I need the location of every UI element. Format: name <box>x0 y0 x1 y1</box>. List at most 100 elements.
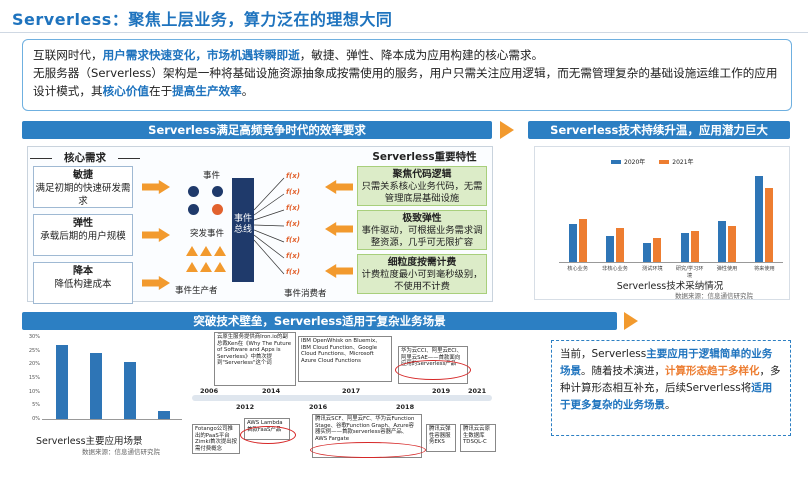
chart-source: 数据来源：信息通信研究院 <box>675 292 753 300</box>
need-desc: 承载后期的用户规模 <box>40 231 126 242</box>
burst-triangle-icon <box>214 262 226 272</box>
timeline-year: 2014 <box>262 387 281 395</box>
arrow-right-icon <box>142 180 170 194</box>
features-header: Serverless重要特性 <box>372 151 477 163</box>
section-banner-trend: Serverless技术持续升温，应用潜力巨大 <box>528 121 790 139</box>
intro-text: 。 <box>241 84 254 98</box>
arrow-right-icon <box>500 121 514 139</box>
timeline-year: 2006 <box>200 387 219 395</box>
x-tick-label: 将来使用 <box>753 266 775 272</box>
need-card-cost: 降本降低构建成本 <box>33 262 133 304</box>
highlight-ring <box>310 442 426 458</box>
chart-bar <box>653 238 662 262</box>
function-icon: f(x) <box>286 172 300 180</box>
need-title: 弹性 <box>73 218 93 229</box>
chart-bar <box>124 361 136 419</box>
need-title: 敏捷 <box>73 170 93 181</box>
chart-bar <box>616 228 624 262</box>
feature-title: 极致弹性 <box>402 213 442 224</box>
intro-paragraph-2: 无服务器（Serverless）架构是一种将基础设施资源抽象成按需使用的服务，用… <box>33 64 781 100</box>
y-tick-label: 5% <box>32 402 40 409</box>
chart-plot-area <box>42 338 182 420</box>
function-icon: f(x) <box>286 220 300 228</box>
arrow-left-icon <box>325 264 353 278</box>
section-banner-efficiency: Serverless满足高频竞争时代的效率要求 <box>22 121 492 139</box>
x-tick-label: 非核心业务 <box>602 266 628 272</box>
timeline-event-card: IBM OpenWhisk on Bluemix、IBM Cloud Funct… <box>298 336 392 382</box>
intro-text: 在于 <box>148 84 173 98</box>
timeline-year: 2017 <box>342 387 361 395</box>
arrow-left-icon <box>325 222 353 236</box>
chart-source: 数据来源：信息通信研究院 <box>82 448 160 456</box>
timeline-event-card: 腾讯云云原生数据库TDSQL-C <box>460 424 496 452</box>
event-dot-icon <box>188 204 199 215</box>
intro-box: 互联网时代，用户需求快速变化，市场机遇转瞬即逝，敏捷、弹性、降本成为应用构建的核… <box>22 39 792 111</box>
y-tick-label: 0% <box>32 416 40 422</box>
adoption-chart: 2020年 2021年 核心业务非核心业务测试环境研究/学习环境弹性使用将来使用… <box>534 146 790 300</box>
intro-highlight: 用户需求快速变化，市场机遇转瞬即逝 <box>102 48 300 62</box>
summary-highlight: 适用于更多复杂的业务场景 <box>560 382 773 411</box>
chart-title: Serverless主要应用场景 <box>36 436 143 447</box>
timeline-year: 2012 <box>236 403 255 411</box>
timeline-year: 2019 <box>432 387 451 395</box>
y-tick-label: 10% <box>28 388 40 395</box>
chart-bar <box>728 226 736 262</box>
feature-desc: 计费粒度最小可到毫秒级别，不使用不计费 <box>361 269 483 292</box>
burst-triangle-icon <box>200 262 212 272</box>
summary-text: 。 <box>665 399 676 411</box>
chart-plot-area <box>559 167 783 263</box>
section-banner-complex: 突破技术壁垒，Serverless适用于复杂业务场景 <box>22 312 617 330</box>
feature-desc: 只需关系核心业务代码，无需管理底层基础设施 <box>361 181 483 204</box>
y-tick-label: 20% <box>28 361 40 368</box>
chart-bar <box>680 233 689 262</box>
chart-title: Serverless技术采纳情况 <box>616 281 724 292</box>
fanout-lines <box>254 177 285 275</box>
intro-highlight: 核心价值 <box>102 84 149 98</box>
intro-text: 互联网时代， <box>33 48 103 62</box>
timeline-year: 2016 <box>309 403 328 411</box>
burst-triangle-icon <box>200 246 212 256</box>
page-title: Serverless：聚焦上层业务，算力泛在的理想大同 <box>12 10 393 29</box>
arrow-right-icon <box>142 276 170 290</box>
event-dot-icon <box>188 186 199 197</box>
chart-bar <box>643 242 652 262</box>
chart-x-axis: 核心业务非核心业务测试环境研究/学习环境弹性使用将来使用 <box>559 265 783 279</box>
need-desc: 降低构建成本 <box>54 279 112 290</box>
timeline: 云原生服务提供商Iron.io的副总裁Ken在《Why The Future o… <box>192 332 498 460</box>
chart-bar <box>606 235 614 262</box>
intro-highlight: 提高生产效率 <box>172 84 242 98</box>
event-label: 事件 <box>203 171 221 181</box>
summary-highlight: 计算形态趋于多样化 <box>665 365 760 377</box>
timeline-year: 2018 <box>396 403 415 411</box>
chart-bar <box>690 230 699 262</box>
legend-item: 2020年 <box>611 157 645 166</box>
feature-card-elastic: 极致弹性事件驱动，可根据业务需求调整资源，几乎可无限扩容 <box>357 210 487 250</box>
summary-text: 当前，Serverless <box>560 348 647 360</box>
burst-event-label: 突发事件 <box>190 229 225 239</box>
chart-y-axis: 30%25%20%15%10%5%0% <box>22 334 40 422</box>
timeline-event-card: Fotango公司推出的PaaS平台Zimki首次提出按需付费概念 <box>192 424 240 454</box>
x-tick-label: 测试环境 <box>641 266 663 272</box>
summary-text: 。随着技术演进， <box>581 365 665 377</box>
intro-paragraph-1: 互联网时代，用户需求快速变化，市场机遇转瞬即逝，敏捷、弹性、降本成为应用构建的核… <box>33 46 781 64</box>
need-card-agile: 敏捷满足初期的快速研发需求 <box>33 166 133 208</box>
y-tick-label: 15% <box>28 375 40 381</box>
chart-bar <box>568 223 577 262</box>
intro-text: 无服务器（Serverless）架构是一种将基础设施资源抽象成按需使用的服务，用… <box>33 66 778 98</box>
timeline-event-card: 云原生服务提供商Iron.io的副总裁Ken在《Why The Future o… <box>214 332 296 386</box>
function-icon: f(x) <box>286 204 300 212</box>
chart-bar <box>90 353 102 419</box>
function-icon: f(x) <box>286 268 300 276</box>
chart-bar <box>578 218 587 262</box>
timeline-event-card: 腾讯云弹性容器服务EKS <box>426 424 456 452</box>
chart-legend: 2020年 2021年 <box>611 157 694 166</box>
needs-header: 核心需求 <box>64 152 106 164</box>
summary-highlight: 主要应用于逻辑简单的业务场景 <box>560 348 773 377</box>
arrow-left-icon <box>325 180 353 194</box>
function-icon: f(x) <box>286 236 300 244</box>
need-desc: 满足初期的快速研发需求 <box>35 183 131 207</box>
feature-title: 细粒度按需计费 <box>387 257 457 268</box>
event-dot-icon <box>212 204 223 215</box>
chart-bar <box>718 221 726 262</box>
feature-title: 聚焦代码逻辑 <box>392 169 452 180</box>
